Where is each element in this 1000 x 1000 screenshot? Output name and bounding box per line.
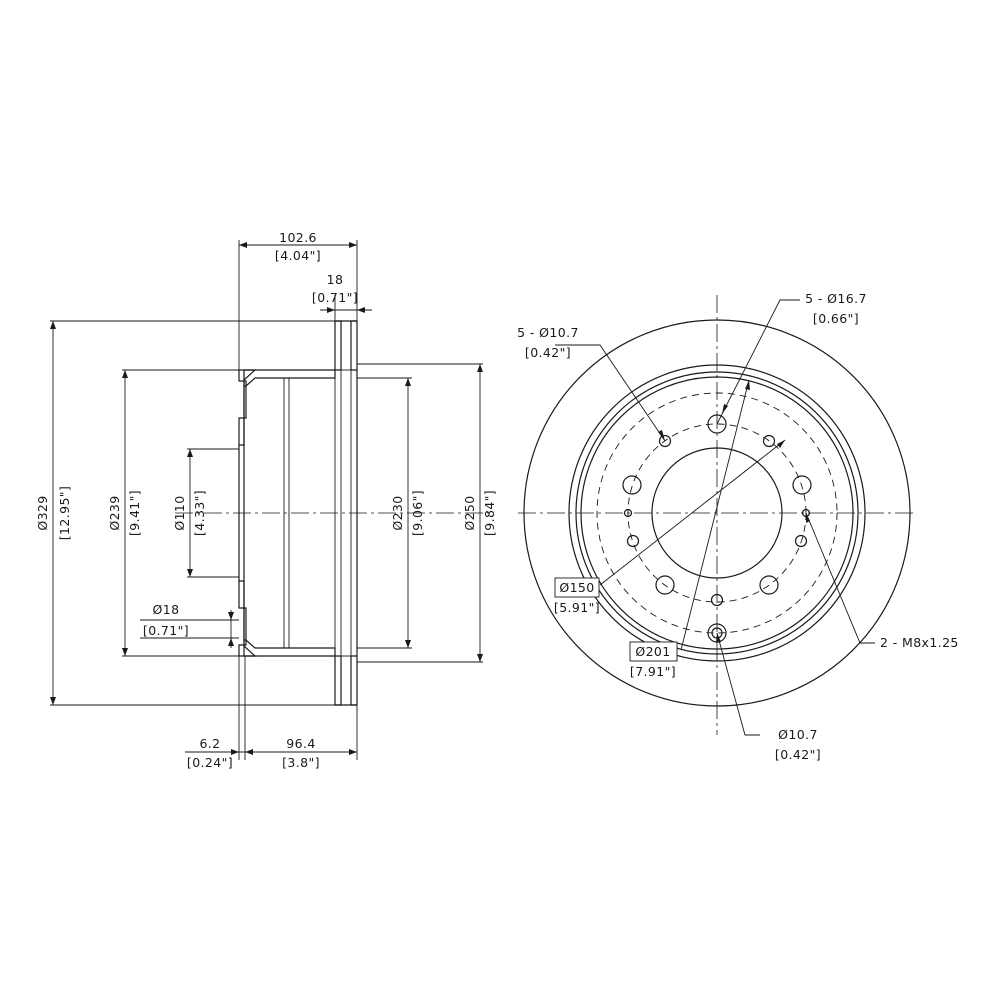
leader-bolt-circle	[599, 439, 786, 586]
label-single-hole-inch: [0.42"]	[775, 747, 821, 762]
dim-18-arrow-r	[357, 307, 365, 313]
friction-ring-top	[334, 320, 342, 371]
dim-62-arrow-r	[245, 749, 253, 755]
hat-inner-circle	[580, 376, 854, 650]
leader-small-holes	[555, 344, 666, 442]
leader-outer-circle	[680, 379, 750, 651]
dim-230-arrow-t	[405, 378, 411, 386]
label-110-mm: Ø110	[172, 495, 187, 530]
label-230-inch: [9.06"]	[410, 490, 425, 536]
label-102-inch: [4.04"]	[275, 248, 321, 263]
label-110-inch: [4.33"]	[192, 490, 207, 536]
dim-62-arrow-l	[231, 749, 239, 755]
friction-ring-bottom-outer	[350, 655, 358, 706]
dim-964-arrow-r	[349, 749, 357, 755]
small-hole-5	[626, 534, 640, 548]
label-18-inch: [0.71"]	[312, 290, 358, 305]
side-view: 102.6 [4.04"] 18 [0.71"] Ø329 [12.95"] Ø…	[35, 230, 497, 770]
leader-large-holes	[716, 299, 800, 425]
front-view: 5 - Ø10.7 [0.42"] 5 - Ø16.7 [0.66"] Ø150…	[517, 291, 959, 762]
dim-230-arrow-b	[405, 640, 411, 648]
dim-239-arrow-t	[122, 370, 128, 378]
hat-section-top	[238, 369, 257, 446]
dim-329-arrow-t	[50, 321, 56, 329]
outer-pitch-circle	[596, 392, 838, 634]
label-102-mm: 102.6	[279, 230, 317, 245]
label-outer-circle-inch: [7.91"]	[630, 664, 676, 679]
arrow-outer-circle	[745, 380, 750, 390]
leader-threaded	[805, 512, 875, 644]
large-hole-1	[707, 414, 727, 434]
label-250-mm: Ø250	[462, 495, 477, 530]
ring-inner-circle	[568, 364, 866, 662]
dim-18-arrow-l	[327, 307, 335, 313]
dim-102-arrow-l	[239, 242, 247, 248]
label-230-mm: Ø230	[390, 495, 405, 530]
label-250-inch: [9.84"]	[482, 490, 497, 536]
large-hole-3	[759, 575, 779, 595]
label-62-inch: [0.24"]	[187, 755, 233, 770]
large-hole-4	[655, 575, 675, 595]
label-329-inch: [12.95"]	[57, 486, 72, 541]
label-large-holes-mm: 5 - Ø16.7	[805, 291, 867, 306]
large-hole-2	[792, 475, 812, 495]
friction-ring-top-outer	[350, 320, 358, 371]
label-bolt-circle-inch: [5.91"]	[554, 600, 600, 615]
dim-18s-arrow-t	[228, 612, 234, 620]
arrow-bolt-circle	[777, 440, 785, 448]
hat-section-bottom	[238, 580, 257, 657]
label-bolt-circle-mm: Ø150	[559, 580, 594, 595]
label-single-hole-mm: Ø10.7	[778, 727, 818, 742]
box-outer-circle	[629, 641, 678, 662]
dim-239-arrow-b	[122, 648, 128, 656]
dim-250-arrow-b	[477, 654, 483, 662]
arrow-large-holes	[722, 404, 728, 414]
dim-110-arrow-t	[187, 449, 193, 457]
label-239-inch: [9.41"]	[127, 490, 142, 536]
dim-102-arrow-r	[349, 242, 357, 248]
label-329-mm: Ø329	[35, 495, 50, 530]
outer-rim-circle	[523, 319, 911, 707]
label-18s-mm: Ø18	[153, 602, 180, 617]
dim-329-arrow-b	[50, 697, 56, 705]
center-bore-circle	[651, 447, 783, 579]
label-239-mm: Ø239	[107, 495, 122, 530]
large-hole-5	[622, 475, 642, 495]
dim-250-arrow-t	[477, 364, 483, 372]
small-hole-3	[794, 534, 808, 548]
hat-wall-bottom	[243, 639, 336, 657]
small-hole-1	[658, 434, 672, 448]
arrow-single-hole	[716, 633, 721, 643]
label-18s-inch: [0.71"]	[143, 623, 189, 638]
label-964-mm: 96.4	[286, 736, 315, 751]
arrow-small-holes	[658, 430, 665, 441]
label-62-mm: 6.2	[199, 736, 220, 751]
arrow-threaded	[806, 513, 810, 523]
hat-outer-circle	[575, 371, 859, 655]
label-large-holes-inch: [0.66"]	[813, 311, 859, 326]
label-964-inch: [3.8"]	[282, 755, 320, 770]
label-18-mm: 18	[327, 272, 344, 287]
small-hole-4	[710, 593, 724, 607]
threaded-hole-left	[623, 508, 633, 518]
dim-18s-arrow-b	[228, 638, 234, 646]
hat-wall-top	[243, 369, 336, 387]
label-small-holes-inch: [0.42"]	[525, 345, 571, 360]
small-hole-2	[762, 434, 776, 448]
leader-single-hole	[716, 632, 760, 736]
dim-110-arrow-b	[187, 569, 193, 577]
label-outer-circle-mm: Ø201	[635, 644, 670, 659]
label-small-holes-mm: 5 - Ø10.7	[517, 325, 579, 340]
friction-ring-bottom	[334, 655, 342, 706]
label-threaded: 2 - M8x1.25	[880, 635, 959, 650]
box-bolt-circle	[554, 577, 600, 598]
